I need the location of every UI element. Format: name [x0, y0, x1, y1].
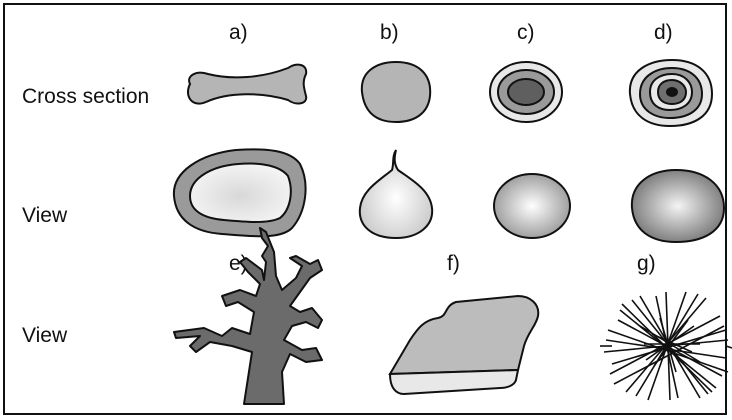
shape-b-cross-section — [362, 62, 430, 122]
shape-d-view — [632, 170, 724, 242]
shape-c-view — [494, 174, 570, 238]
shape-d-cross-section — [630, 60, 712, 126]
shape-f-view — [390, 296, 538, 394]
shape-b-view — [360, 150, 432, 238]
shape-a-cross-section — [188, 65, 306, 104]
shape-a-view — [174, 149, 306, 236]
shape-g-view — [600, 292, 732, 400]
shape-e-view — [174, 228, 322, 404]
shape-c-cross-section — [490, 62, 562, 122]
